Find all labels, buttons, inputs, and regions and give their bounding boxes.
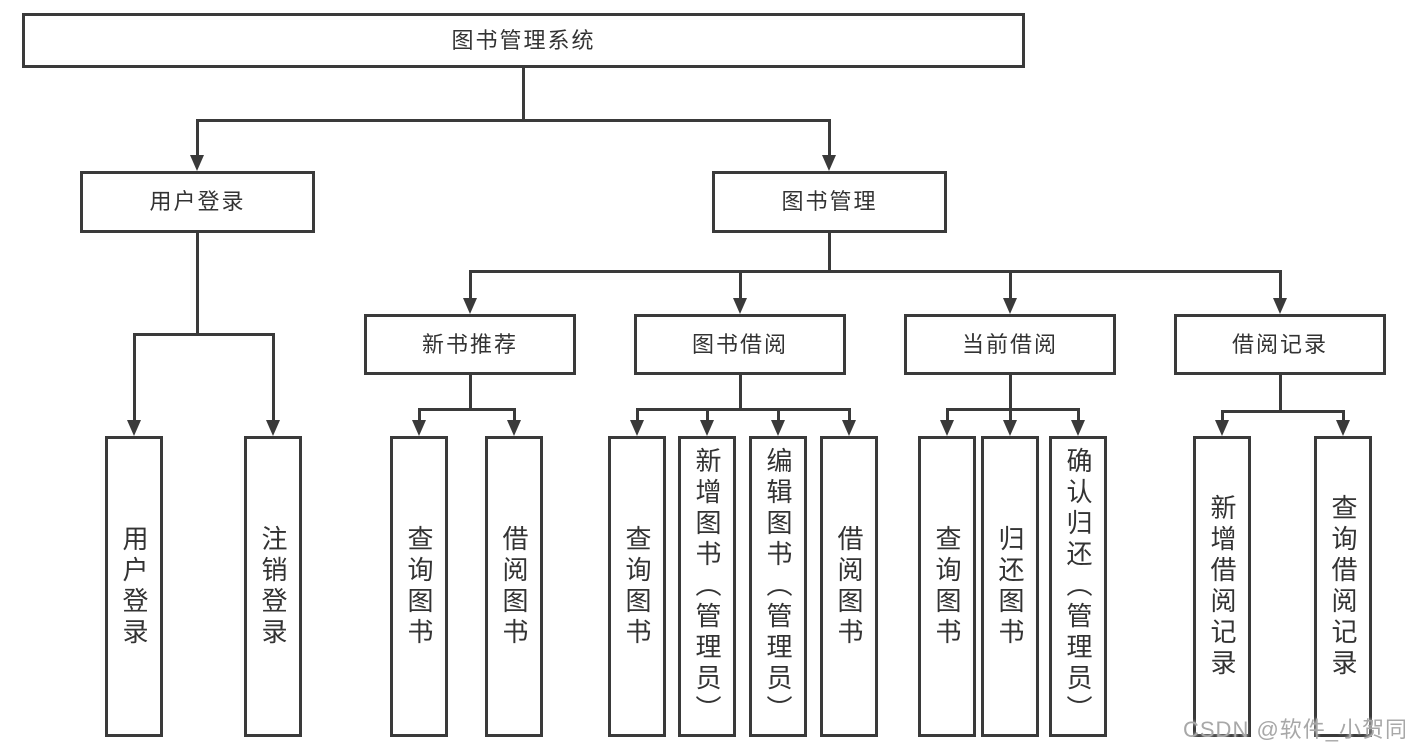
arrowhead-records-query (1336, 420, 1350, 436)
arrowhead-borrow-query (630, 420, 644, 436)
leaf-borrow-edit-books-admin: 编辑图书（管理员） (749, 436, 807, 737)
arrowhead-borrow-edit (771, 420, 785, 436)
arrowhead-current-query (940, 420, 954, 436)
node-borrowing-records: 借阅记录 (1174, 314, 1386, 375)
arrowhead-to-new-book-recommendation (463, 298, 477, 314)
connector-current-rail (946, 408, 1079, 411)
arrowhead-to-borrowing-records (1273, 298, 1287, 314)
arrowhead-current-confirm (1071, 420, 1085, 436)
arrowhead-borrow-add (700, 420, 714, 436)
connector-mgmt-rail (469, 270, 1282, 273)
arrowhead-to-leaf-logout (266, 420, 280, 436)
connector-drop-newbook-query (418, 408, 421, 420)
arrowhead-to-leaf-user-login (127, 420, 141, 436)
leaf-borrow-query-books: 查询图书 (608, 436, 666, 737)
node-book-borrowing: 图书借阅 (634, 314, 846, 375)
node-book-management: 图书管理 (712, 171, 947, 233)
leaf-current-confirm-return-admin: 确认归还（管理员） (1049, 436, 1107, 737)
connector-mgmt-stem (828, 233, 831, 273)
connector-drop-to-new-book-recommendation (469, 270, 472, 298)
arrowhead-to-current-borrowing (1003, 298, 1017, 314)
leaf-newbook-query-books: 查询图书 (390, 436, 448, 737)
connector-current-stem (1009, 375, 1012, 411)
arrowhead-current-return (1003, 420, 1017, 436)
connector-newbook-stem (469, 375, 472, 411)
node-current-borrowing: 当前借阅 (904, 314, 1116, 375)
leaf-newbook-borrow-books: 借阅图书 (485, 436, 543, 737)
connector-borrow-rail (636, 408, 850, 411)
connector-drop-to-user-login (196, 119, 199, 156)
connector-drop-to-leaf-user-login (133, 333, 136, 420)
leaf-borrow-borrow-books: 借阅图书 (820, 436, 878, 737)
leaf-add-borrow-record: 新增借阅记录 (1193, 436, 1251, 737)
connector-root-rail (196, 119, 831, 122)
connector-login-stem (196, 233, 199, 336)
leaf-user-login: 用户登录 (105, 436, 163, 737)
leaf-current-query-books: 查询图书 (918, 436, 976, 737)
connector-drop-to-book-borrowing (739, 270, 742, 298)
connector-drop-current-return (1009, 408, 1012, 420)
connector-records-stem (1279, 375, 1282, 413)
node-user-login: 用户登录 (80, 171, 315, 233)
connector-drop-to-leaf-logout (272, 333, 275, 420)
connector-drop-to-current-borrowing (1009, 270, 1012, 298)
connector-borrow-stem (739, 375, 742, 411)
arrowhead-to-user-login (190, 155, 204, 171)
connector-newbook-rail (418, 408, 516, 411)
connector-drop-records-query (1342, 410, 1345, 420)
arrowhead-to-book-borrowing (733, 298, 747, 314)
connector-login-rail (133, 333, 275, 336)
connector-drop-borrow-add (706, 408, 709, 420)
connector-records-rail (1221, 410, 1345, 413)
connector-drop-current-query (946, 408, 949, 420)
csdn-watermark: CSDN @软件_小贺同学 (1183, 717, 1405, 742)
node-root-system: 图书管理系统 (22, 13, 1025, 68)
connector-drop-borrow-edit (777, 408, 780, 420)
connector-drop-current-confirm (1077, 408, 1080, 420)
connector-drop-newbook-borrow (513, 408, 516, 420)
leaf-borrow-add-books-admin: 新增图书（管理员） (678, 436, 736, 737)
connector-drop-to-book-management (828, 119, 831, 156)
arrowhead-borrow-borrow (842, 420, 856, 436)
connector-drop-borrow-query (636, 408, 639, 420)
node-new-book-recommendation: 新书推荐 (364, 314, 576, 375)
connector-drop-to-borrowing-records (1279, 270, 1282, 298)
leaf-logout: 注销登录 (244, 436, 302, 737)
arrowhead-to-book-management (822, 155, 836, 171)
leaf-query-borrow-record: 查询借阅记录 (1314, 436, 1372, 737)
connector-drop-borrow-borrow (848, 408, 851, 420)
arrowhead-newbook-borrow (507, 420, 521, 436)
connector-root-stem (522, 68, 525, 122)
arrowhead-records-add (1215, 420, 1229, 436)
connector-drop-records-add (1221, 410, 1224, 420)
leaf-current-return-books: 归还图书 (981, 436, 1039, 737)
arrowhead-newbook-query (412, 420, 426, 436)
